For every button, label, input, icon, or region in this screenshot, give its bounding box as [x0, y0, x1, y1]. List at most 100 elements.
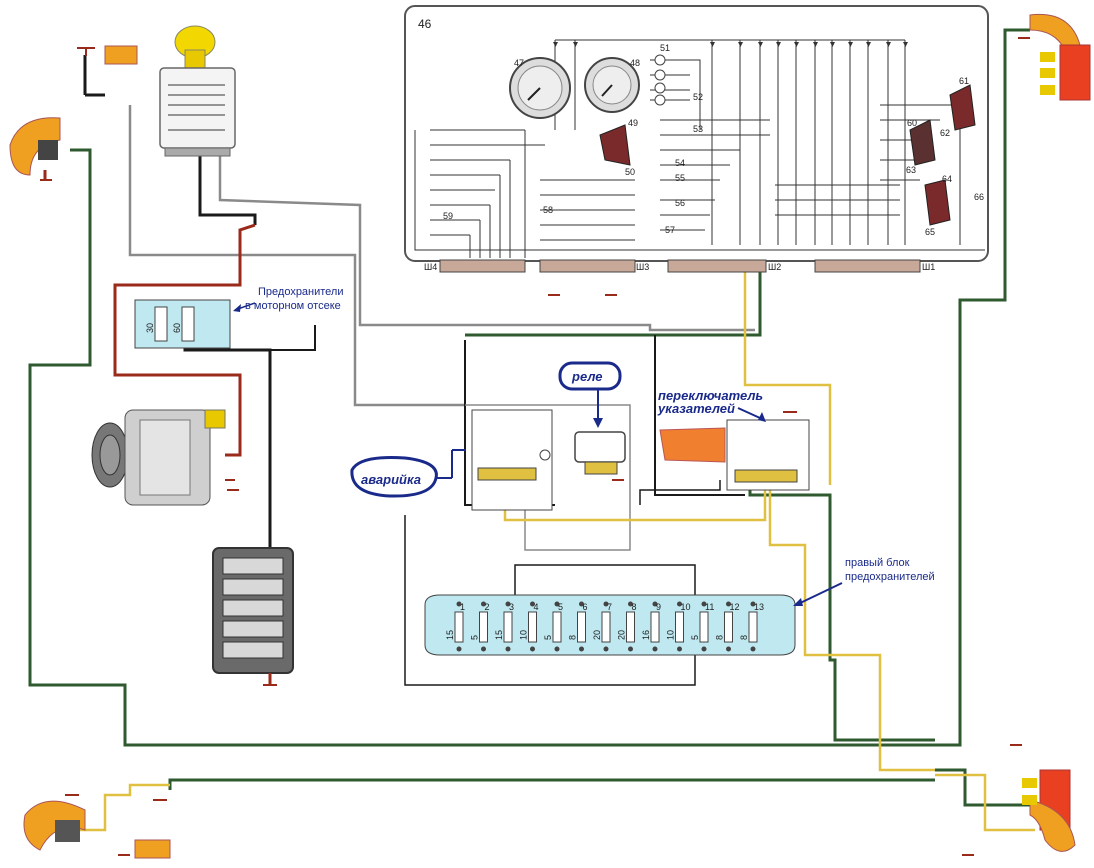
- fuse-rating: 5: [690, 635, 700, 640]
- wire-gray-center-3: [465, 404, 631, 551]
- fuse-pin-top: [677, 601, 682, 607]
- wire-gray-ignition: [128, 105, 465, 407]
- battery: [212, 547, 294, 685]
- fuse-cell: 20 8: [617, 601, 637, 652]
- label-61: 61: [959, 76, 969, 86]
- gauge-47: 47: [509, 57, 571, 119]
- fuse-rating: 10: [666, 630, 676, 640]
- wire-red-1: [113, 223, 256, 457]
- engine-fuses-label-line2: в моторном отсеке: [245, 300, 341, 312]
- fuse-body: [528, 611, 537, 643]
- wire-green-bottom: [168, 778, 935, 790]
- fuse-cell: 10 10: [666, 601, 691, 652]
- fuse-body: [675, 611, 684, 643]
- wire-dark-right: [654, 335, 745, 496]
- turn-switch-label-line1: переключатель: [658, 388, 763, 403]
- label-64: 64: [942, 174, 952, 184]
- fuse-position: 3: [509, 602, 514, 612]
- label-56: 56: [675, 198, 685, 208]
- connector-sh1-label: Ш1: [922, 262, 935, 272]
- fuse-position: 13: [754, 602, 764, 612]
- fuse-rating: 20: [592, 630, 602, 640]
- fuse-cell: 52: [470, 601, 490, 652]
- wire-yellow-1: [743, 270, 832, 485]
- wire-green-right-bottom: [935, 768, 1030, 807]
- fuse-pin-top: [554, 601, 560, 607]
- fuse-pin-top: [530, 601, 535, 607]
- label-58: 58: [543, 205, 553, 215]
- fuse-position: 1: [460, 602, 465, 612]
- fuse-cell: 104: [519, 601, 539, 652]
- engine-bay-fuses: 30 60 Предохранители в моторном отсеке: [134, 286, 344, 349]
- fuse-rating: 10: [519, 630, 529, 640]
- lamp-rear-left-bottom: [23, 800, 171, 859]
- connector-sh2-label: Ш2: [768, 262, 781, 272]
- fuse-pin-bottom: [579, 646, 584, 652]
- ground-marks: [40, 37, 1030, 856]
- fuse-rating: 20: [617, 630, 627, 640]
- panel-connectors: Ш4 Ш3 Ш2 Ш1: [424, 259, 935, 273]
- fuse-pin-bottom: [652, 646, 658, 652]
- label-50: 50: [625, 167, 635, 177]
- wire-gray-ignition-2: [218, 155, 755, 332]
- fuse-value-30: 30: [145, 323, 155, 333]
- fuse-pin-bottom: [456, 646, 462, 652]
- gauge-48-number: 48: [630, 58, 640, 68]
- fuse-position: 5: [558, 602, 563, 612]
- fuse-body: [601, 611, 611, 643]
- fuse-pin-top: [481, 601, 486, 607]
- fuse-pin-bottom: [603, 646, 609, 652]
- fuse-position: 10: [681, 602, 691, 612]
- fuse-cell: 151: [445, 601, 465, 652]
- fuse-cell: 8 13: [739, 601, 764, 652]
- fuse-cell: 86: [568, 601, 588, 652]
- callout-hazard: аварийка: [350, 449, 466, 498]
- fuse-rating: 8: [715, 635, 725, 640]
- fuse-pin-bottom: [530, 646, 535, 652]
- label-66: 66: [974, 192, 984, 202]
- fuse-cell: 511: [690, 601, 714, 652]
- fuse-pin-top: [456, 601, 462, 607]
- fuse-pin-top: [505, 601, 511, 607]
- wire-yellow-left-bottom: [70, 783, 170, 832]
- lamp-front-left-top: [83, 45, 138, 97]
- fuse-position: 6: [583, 602, 588, 612]
- wire-black-fuse-right: [270, 325, 316, 351]
- callout-turn-switch: переключатель указателей: [657, 388, 766, 422]
- wire-dark-right-2: [639, 480, 721, 505]
- connector-sh3-label: Ш3: [636, 262, 649, 272]
- fuse-pin-top: [628, 601, 633, 607]
- fuse-body: [724, 611, 733, 643]
- label-55: 55: [675, 173, 685, 183]
- wire-yellow-2: [768, 480, 935, 772]
- connector-sh3: [539, 259, 636, 273]
- fuse-rating: 5: [470, 635, 480, 640]
- gauge-47-number: 47: [514, 58, 524, 68]
- connector-sh1: [814, 259, 921, 273]
- turn-switch: [659, 419, 810, 491]
- fuse-position: 7: [607, 602, 612, 612]
- label-60: 60: [907, 118, 917, 128]
- fuse-position: 8: [632, 602, 637, 612]
- turn-relay: [574, 431, 626, 475]
- hazard-label: аварийка: [361, 472, 421, 487]
- lamp-front-left-side: [9, 117, 61, 180]
- alternator: [91, 409, 235, 506]
- label-51: 51: [660, 43, 670, 53]
- connector-sh4-label: Ш4: [424, 262, 437, 272]
- label-52: 52: [693, 92, 703, 102]
- lamp-rear-right-bottom: [1022, 769, 1076, 852]
- wire-black-main: [198, 155, 257, 225]
- fuse-pin-top: [750, 601, 756, 607]
- fuse-rating: 8: [739, 635, 749, 640]
- relay-label: реле: [571, 369, 602, 384]
- label-53: 53: [693, 124, 703, 134]
- fuse-position: 9: [656, 602, 661, 612]
- fuse-body: [699, 611, 709, 643]
- fuse-body: [552, 611, 562, 643]
- right-fuse-label-line1: правый блок: [845, 557, 910, 569]
- fuse-cell: 169: [641, 601, 661, 652]
